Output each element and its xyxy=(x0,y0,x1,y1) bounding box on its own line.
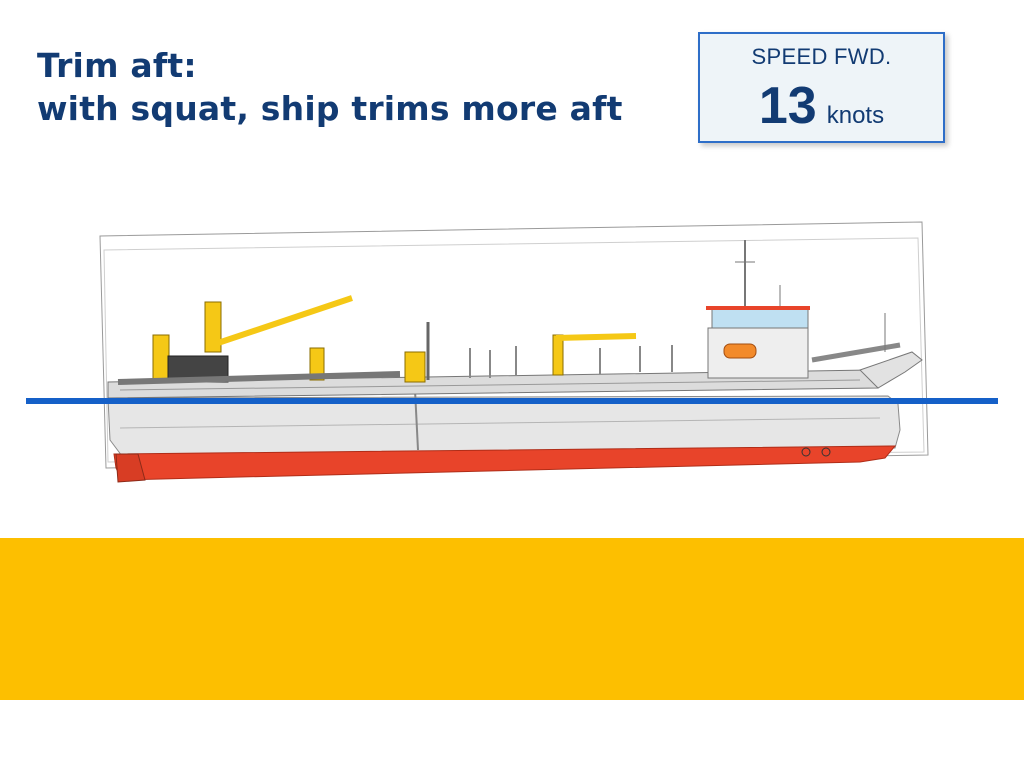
drag-arm xyxy=(117,371,401,385)
title-line-2: with squat, ship trims more aft xyxy=(37,89,623,128)
lifeboat xyxy=(723,343,757,359)
speed-value: 13 xyxy=(758,77,817,135)
waterline xyxy=(26,398,998,404)
speed-unit: knots xyxy=(826,102,885,129)
title-line-1: Trim aft: xyxy=(37,46,197,85)
aft-crane-post xyxy=(152,334,170,384)
anchor-left-icon xyxy=(801,447,811,457)
bow xyxy=(859,351,923,389)
drawing-inner-frame xyxy=(103,237,925,463)
gantry-mid xyxy=(404,351,426,383)
accommodation-block xyxy=(707,327,809,379)
seabed-band xyxy=(0,538,1024,700)
speed-label: SPEED FWD. xyxy=(751,44,892,69)
speed-readout: 13 knots xyxy=(700,78,943,134)
ship-illustration xyxy=(26,221,998,483)
hull-line xyxy=(119,417,881,429)
deck-rail xyxy=(119,379,861,391)
fwd-crane-boom xyxy=(555,333,637,341)
gantry-aft xyxy=(309,347,325,381)
fwd-crane-post xyxy=(552,334,564,376)
stern-rudder xyxy=(115,453,146,483)
anchor-right-icon xyxy=(821,447,831,457)
hull-side xyxy=(107,395,901,457)
main-crane-boom xyxy=(211,295,353,348)
speed-panel: SPEED FWD. 13 knots xyxy=(698,32,945,143)
bridge-windows xyxy=(711,307,809,329)
slide-title: Trim aft: with squat, ship trims more af… xyxy=(37,44,623,130)
main-crane-post xyxy=(204,301,222,353)
bridge-roof xyxy=(706,306,810,310)
